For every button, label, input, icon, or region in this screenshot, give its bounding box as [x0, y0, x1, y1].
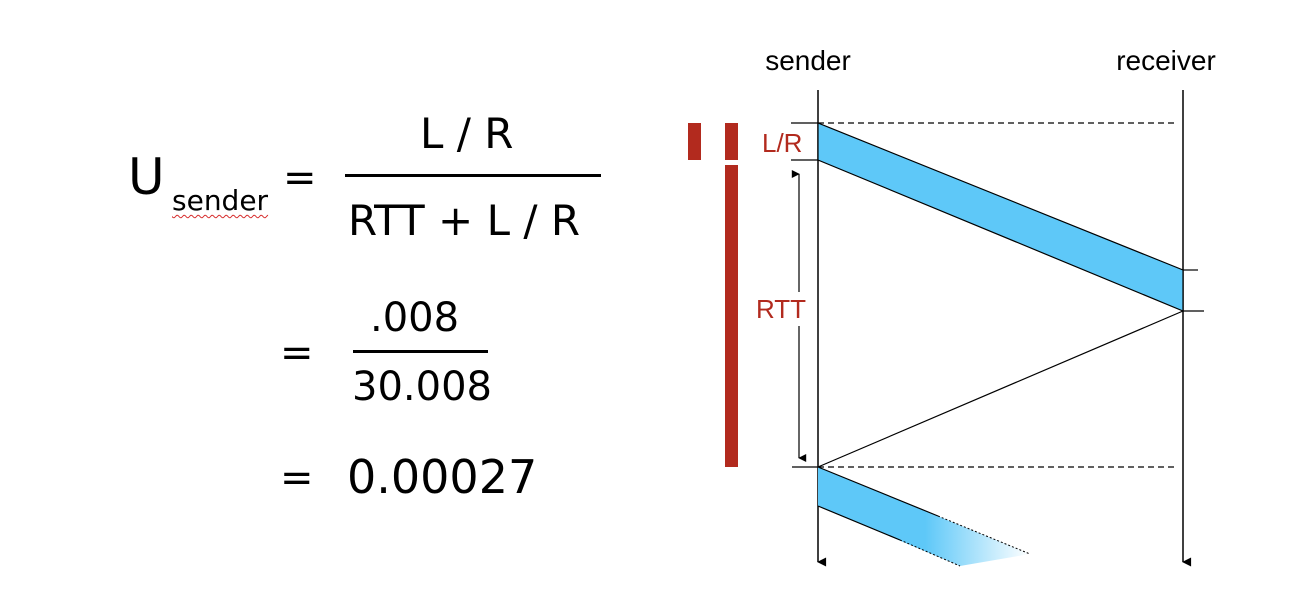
- equals-sign-2: =: [280, 330, 314, 376]
- rtt-label: RTT: [756, 294, 806, 324]
- utilization-formula: U sender = L / R RTT + L / R = .008 30.0…: [0, 0, 640, 608]
- transmission-time-label: L/R: [762, 128, 802, 158]
- fraction-1-bar: [345, 174, 601, 177]
- fraction-1-numerator: L / R: [420, 109, 514, 158]
- ack-line: [817, 310, 1184, 468]
- utilization-symbol: U: [128, 148, 165, 206]
- next-packet-bottom-edge-fade: [899, 539, 961, 567]
- fraction-2-numerator: .008: [370, 295, 460, 341]
- utilization-subscript: sender: [172, 184, 269, 217]
- busy-time-bar: [688, 123, 701, 160]
- rtt-period-bar: [725, 165, 738, 467]
- fraction-2-denominator: 30.008: [352, 364, 492, 410]
- next-packet-band: [818, 467, 1030, 566]
- utilization-result: 0.00027: [347, 450, 538, 504]
- fraction-2-bar: [353, 350, 488, 353]
- next-packet-bottom-edge: [817, 505, 901, 541]
- equals-sign-3: =: [280, 455, 314, 501]
- transmission-period-bar: [725, 123, 738, 160]
- packet-transmission-band: [817, 122, 1184, 312]
- next-packet-top-edge-fade: [937, 515, 1031, 555]
- next-packet-top-edge: [817, 466, 939, 517]
- receiver-label: receiver: [1116, 45, 1216, 76]
- rtt-label-background: [752, 292, 810, 326]
- fraction-1-denominator: RTT + L / R: [348, 196, 581, 245]
- sender-label: sender: [765, 45, 851, 76]
- equals-sign-1: =: [283, 155, 317, 201]
